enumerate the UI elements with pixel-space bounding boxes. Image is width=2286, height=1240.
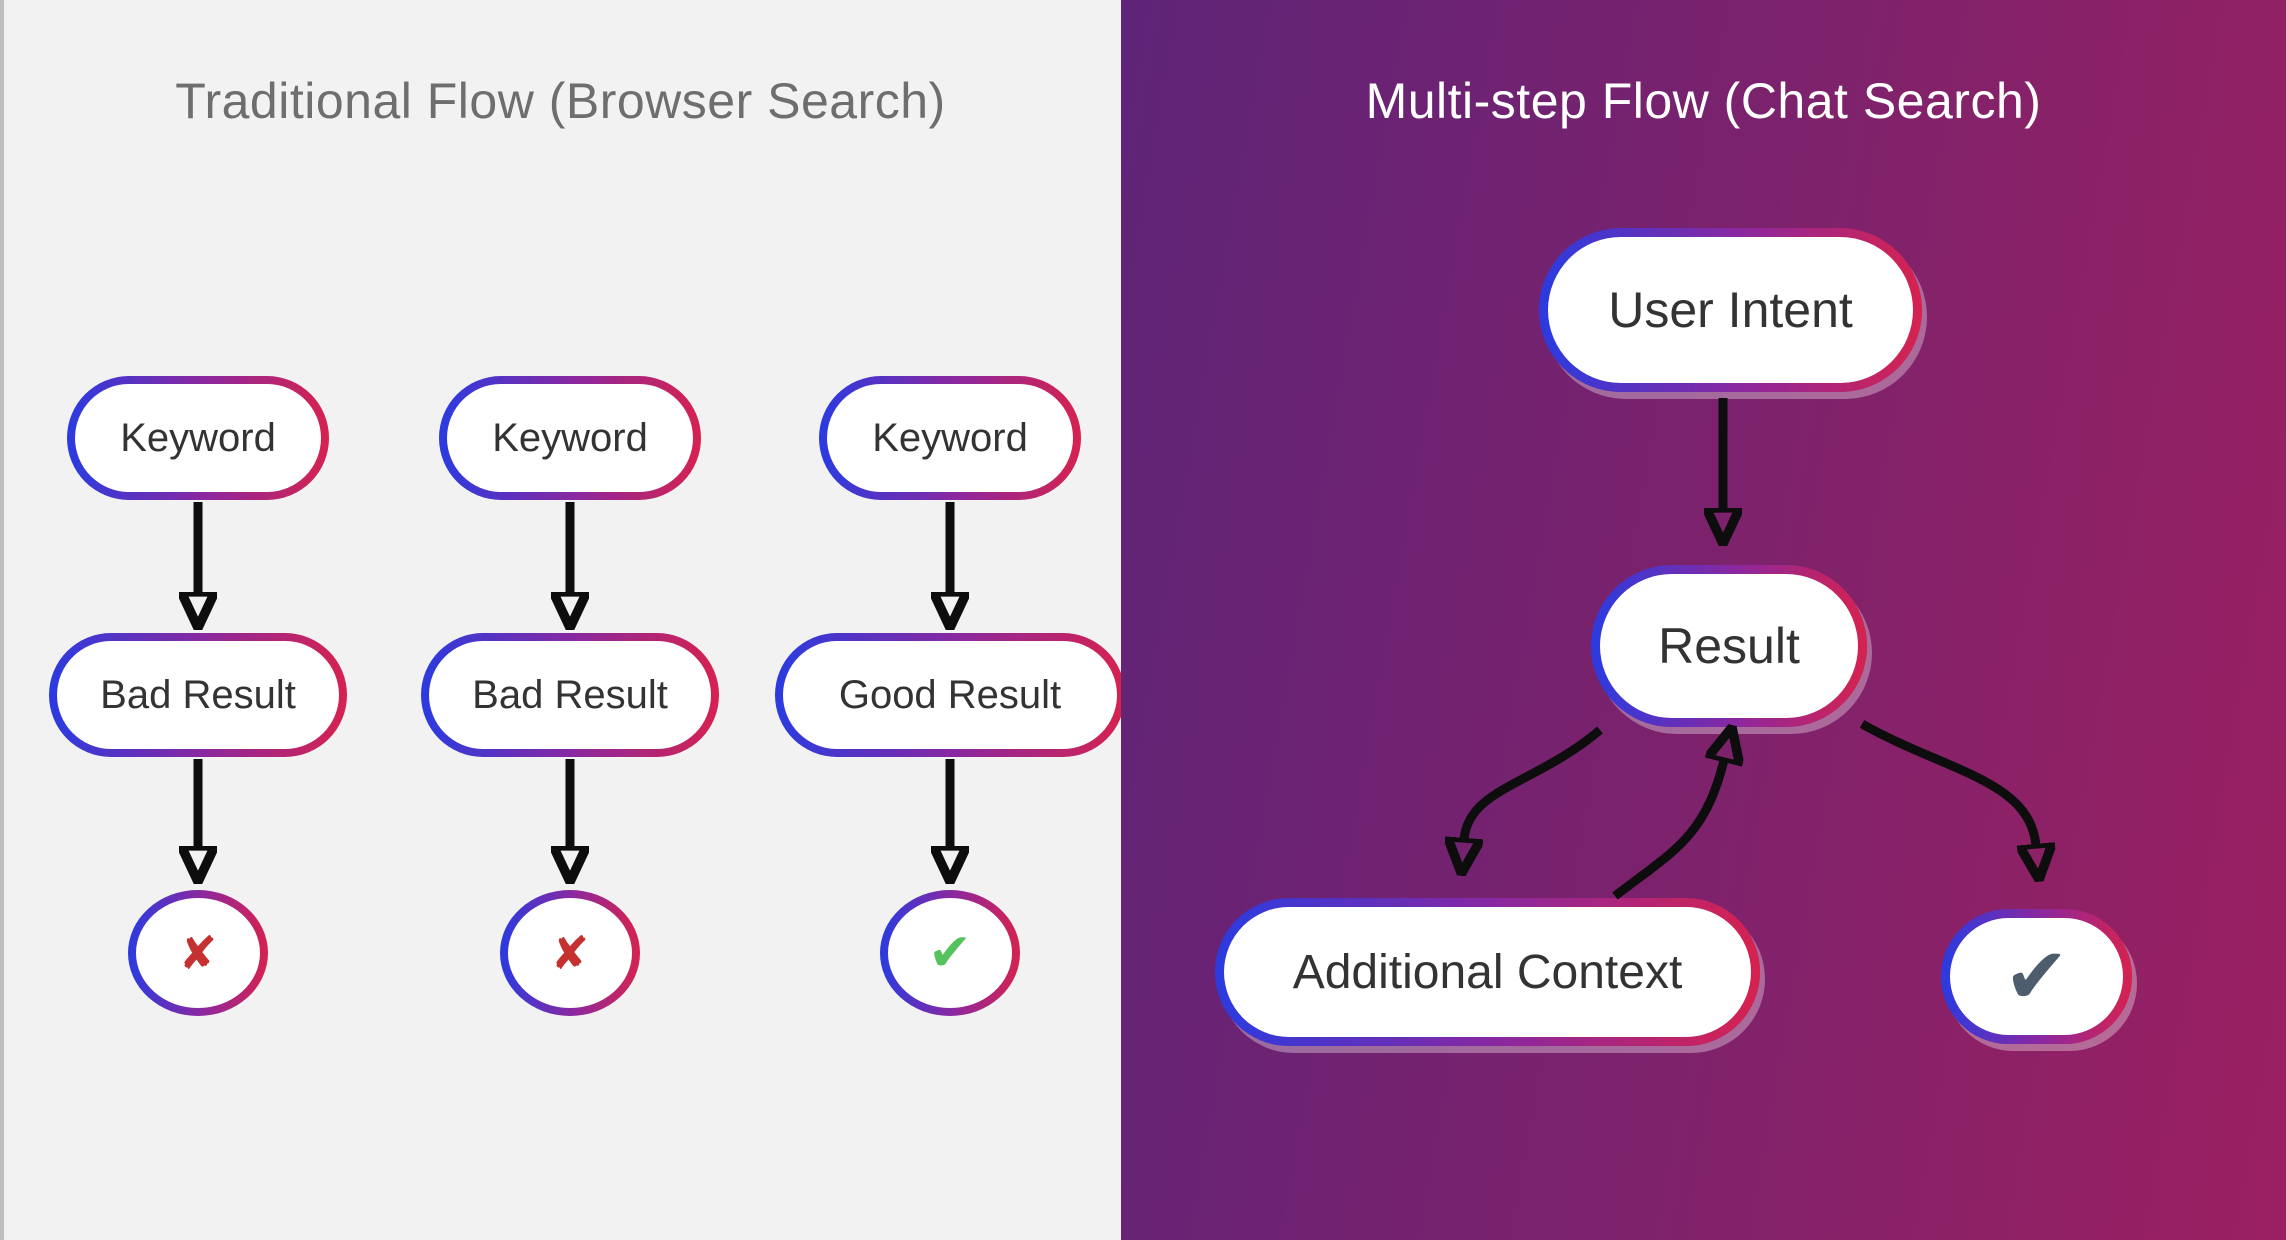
multistep-flow-title: Multi-step Flow (Chat Search) [1365, 73, 2042, 129]
fail-circle-1: ✘ [128, 890, 268, 1016]
keyword-node-2: Keyword [439, 376, 701, 500]
bad-result-node-1-label: Bad Result [57, 641, 339, 749]
keyword-node-3-label: Keyword [827, 384, 1073, 492]
keyword-node-1-label: Keyword [75, 384, 321, 492]
fail-circle-2: ✘ [500, 890, 640, 1016]
fail-circle-1-inner: ✘ [136, 898, 260, 1008]
fail-circle-2-inner: ✘ [508, 898, 632, 1008]
check-icon-right: ✔ [2003, 931, 2070, 1022]
success-circle-left: ✔ [880, 890, 1020, 1016]
bad-result-node-2-label: Bad Result [429, 641, 711, 749]
success-circle-right-inner: ✔ [1950, 918, 2123, 1035]
keyword-node-2-label: Keyword [447, 384, 693, 492]
additional-context-node: Additional Context [1215, 898, 1760, 1046]
result-node: Result [1591, 565, 1867, 727]
check-icon-left: ✔ [928, 923, 972, 983]
left-edge-divider [0, 0, 4, 1240]
good-result-node-label: Good Result [783, 641, 1117, 749]
keyword-node-3: Keyword [819, 376, 1081, 500]
bad-result-node-2: Bad Result [421, 633, 719, 757]
good-result-node: Good Result [775, 633, 1125, 757]
traditional-flow-title: Traditional Flow (Browser Search) [175, 73, 946, 129]
success-circle-left-inner: ✔ [888, 898, 1012, 1008]
user-intent-node-label: User Intent [1548, 237, 1913, 383]
cross-icon-2: ✘ [550, 926, 590, 980]
result-node-label: Result [1600, 574, 1858, 718]
success-circle-right: ✔ [1941, 909, 2132, 1044]
user-intent-node: User Intent [1539, 228, 1922, 392]
cross-icon-1: ✘ [178, 926, 218, 980]
keyword-node-1: Keyword [67, 376, 329, 500]
bad-result-node-1: Bad Result [49, 633, 347, 757]
additional-context-node-label: Additional Context [1224, 907, 1751, 1037]
traditional-flow-panel: Traditional Flow (Browser Search) [0, 0, 1121, 1240]
